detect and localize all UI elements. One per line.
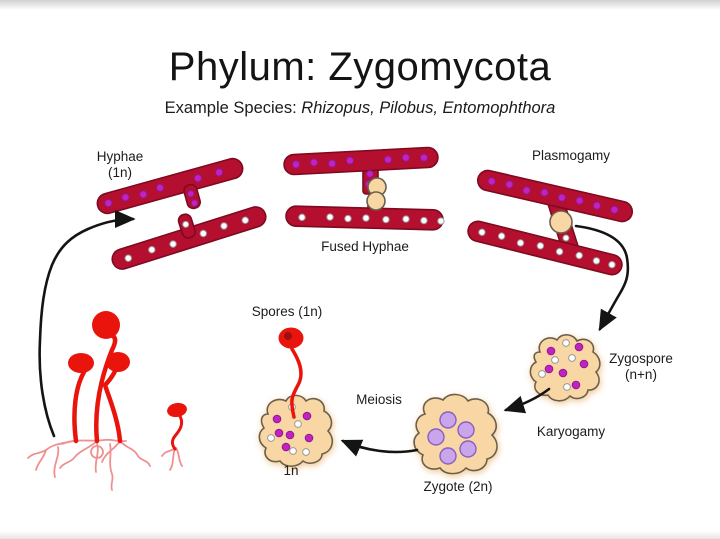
- zygospore-label: Zygospore (n+n): [609, 351, 673, 382]
- fused-hyphae-illustration: [283, 146, 445, 231]
- gametangium-bottom: [366, 191, 386, 211]
- page-title: Phylum: Zygomycota: [168, 45, 552, 89]
- zygote-illustration: [413, 393, 498, 475]
- zygospore-illustration: [529, 334, 601, 402]
- meiosis-label: Meiosis: [356, 392, 402, 407]
- meiosis-product-illustration: [258, 394, 334, 468]
- karyogamy-label: Karyogamy: [536, 424, 606, 439]
- spore-dot: [284, 332, 292, 340]
- subtitle: Example Species: Rhizopus, Pilobus, Ento…: [0, 99, 720, 118]
- rhizopus-germling-illustration: [161, 402, 187, 471]
- hyphae-label: Hyphae (1n): [96, 149, 144, 180]
- sporangium-illustration: [278, 327, 304, 419]
- rhizopus-mature-illustration: [27, 311, 151, 491]
- arrow-karyogamy: [503, 387, 551, 414]
- subtitle-prefix: Example Species:: [164, 99, 302, 117]
- hyphae-pair-illustration: [96, 157, 267, 270]
- plasmogamy-illustration: [467, 169, 634, 276]
- zygote-label: Zygote (2n): [423, 479, 493, 494]
- arrow-meiosis: [340, 439, 419, 457]
- fusion-cell: [549, 210, 573, 234]
- arrow-spores-to-hyphae: [38, 209, 136, 438]
- spores-label: Spores (1n): [251, 304, 323, 319]
- haploid-label: 1n: [283, 463, 299, 478]
- plasmogamy-label: Plasmogamy: [531, 148, 611, 163]
- arrow-plasmogamy-to-zygospore: [574, 224, 630, 332]
- subtitle-species: Rhizopus, Pilobus, Entomophthora: [301, 99, 556, 117]
- fused-hyphae-label: Fused Hyphae: [321, 239, 409, 254]
